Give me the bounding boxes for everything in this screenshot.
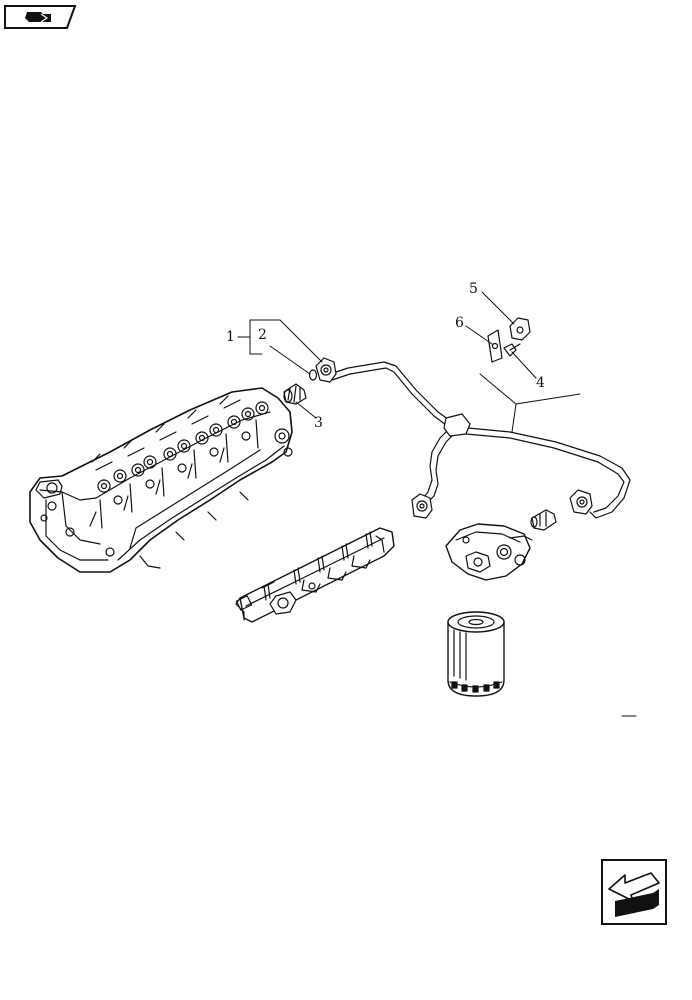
fuel-lines-illustration [329, 361, 631, 519]
callout-label-2: 2 [258, 327, 267, 343]
callout-label-3: 3 [314, 415, 323, 431]
adapter-fitting [530, 509, 557, 531]
banjo-fitting-upper [308, 357, 337, 383]
fuel-rail-illustration [235, 527, 395, 623]
callout-label-1: 1 [226, 329, 235, 345]
callout-label-4: 4 [536, 375, 545, 391]
banjo-fitting-right [569, 489, 593, 515]
fuel-filter-illustration [447, 611, 505, 697]
previous-page-arrow-icon[interactable] [601, 859, 667, 925]
back-to-index-icon[interactable] [3, 4, 77, 30]
leader-lines [237, 291, 637, 717]
banjo-fitting-lower [411, 493, 433, 519]
filter-head-illustration [445, 523, 533, 581]
connector-item-3 [283, 383, 307, 405]
cylinder-head-illustration [29, 387, 293, 573]
callout-label-5: 5 [469, 281, 478, 297]
clamp-assembly-illustration [487, 317, 531, 363]
callout-label-6: 6 [455, 315, 464, 331]
